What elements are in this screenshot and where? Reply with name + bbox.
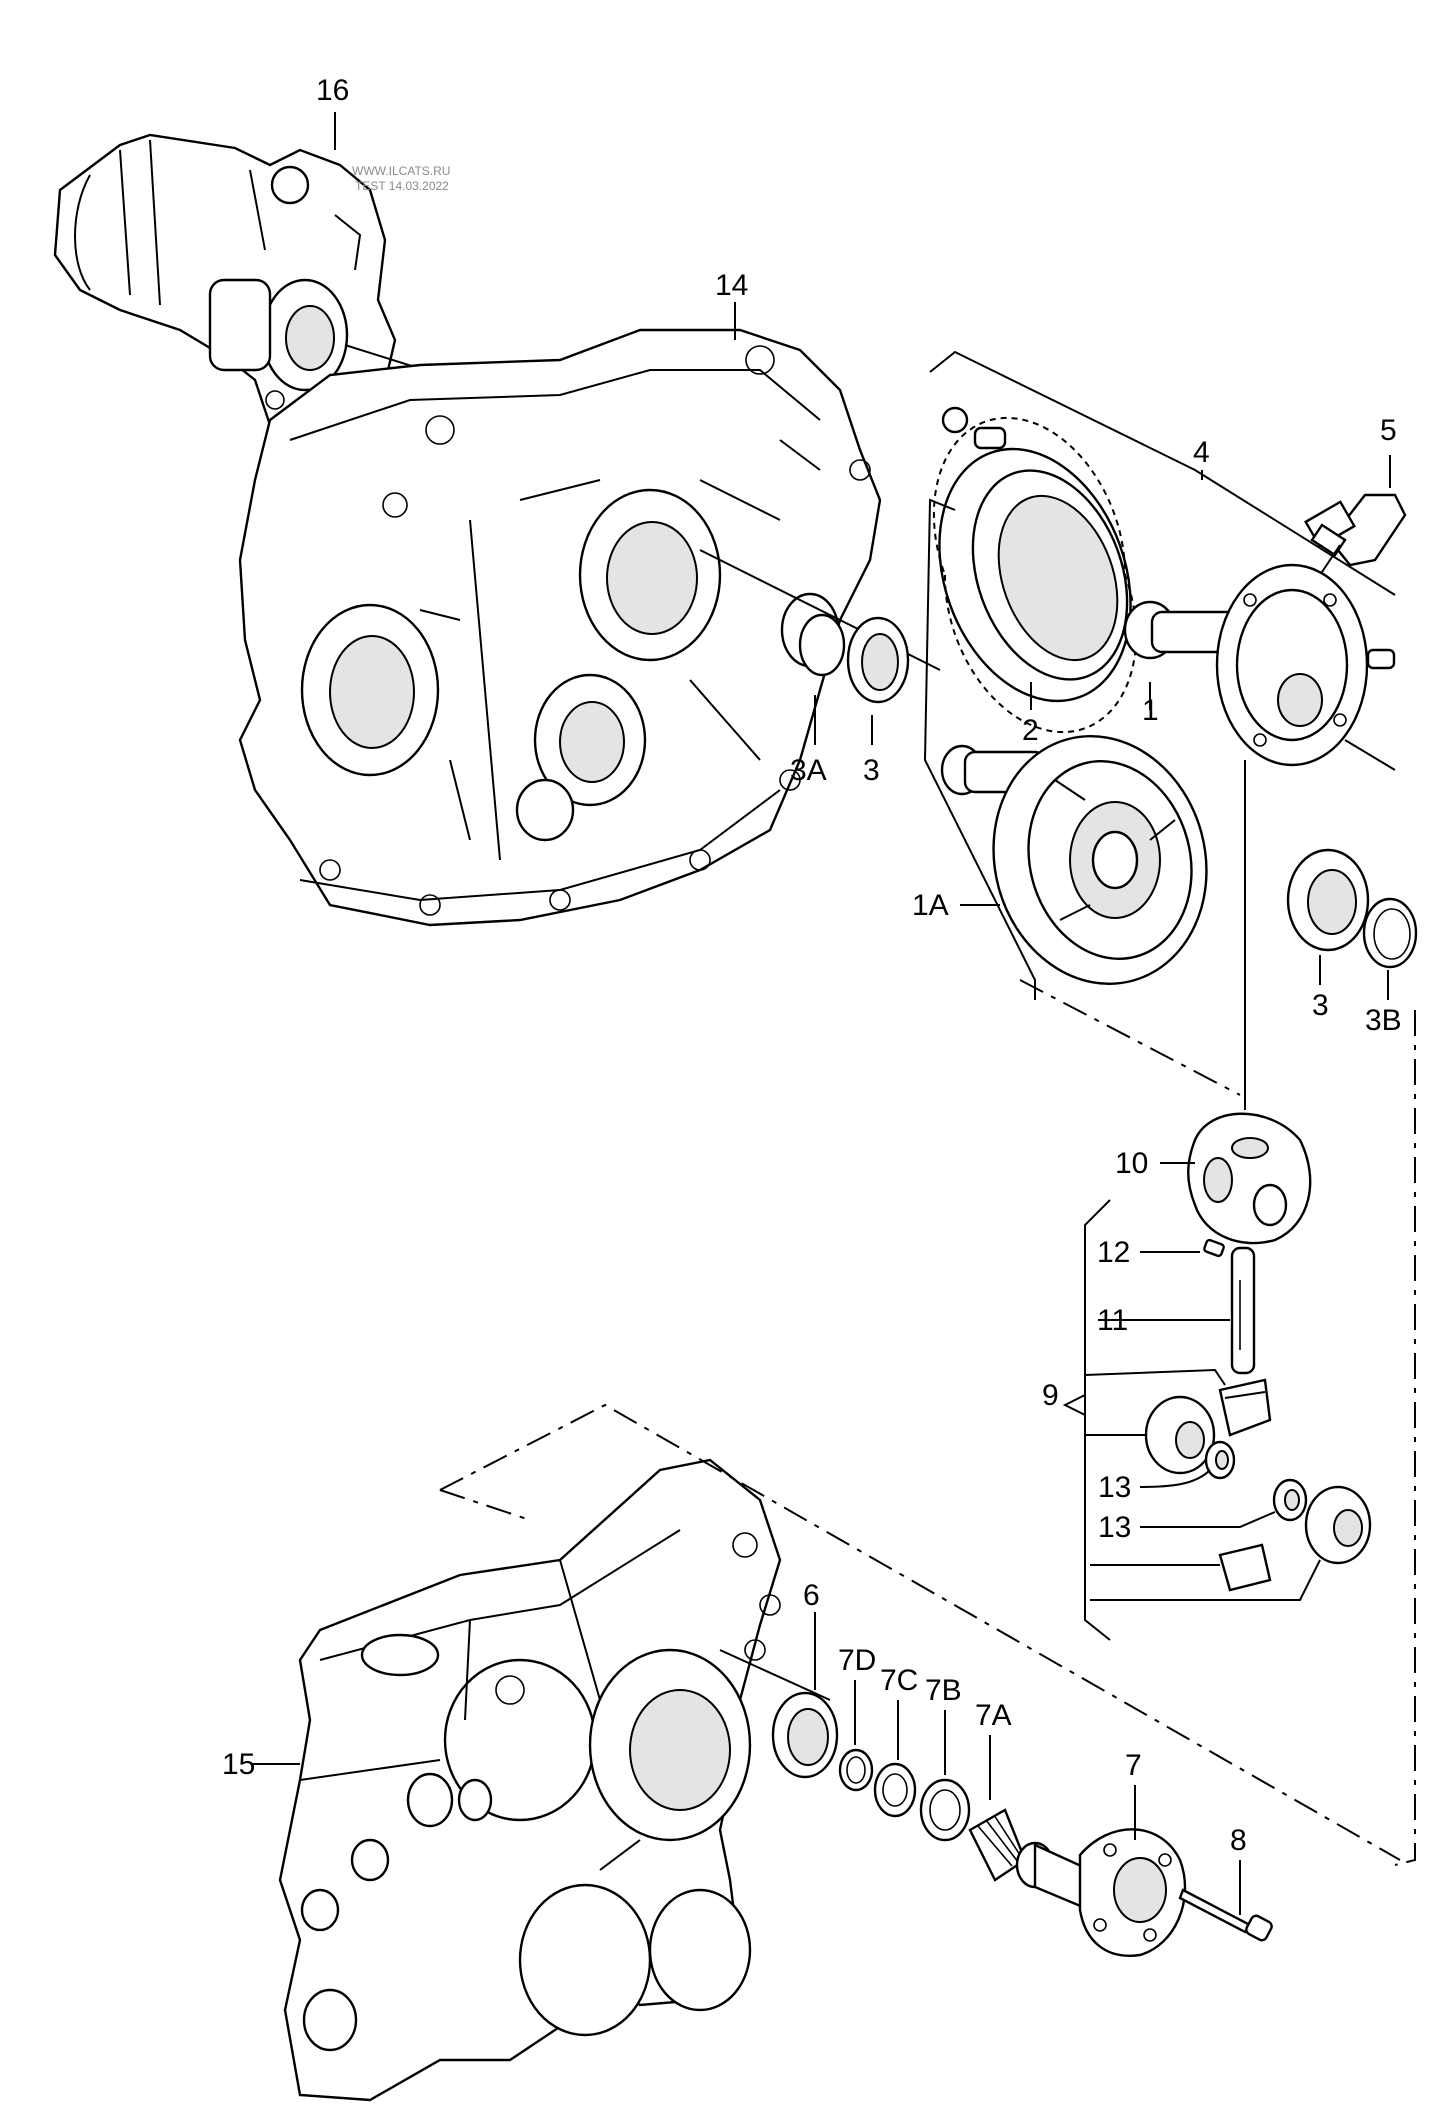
axis-dashed-case: [439, 1489, 531, 1521]
callout-3a: 3A: [790, 754, 827, 787]
callout-1: 1: [1142, 694, 1159, 727]
watermark-line1: WWW.ILCATS.RU: [352, 164, 450, 178]
part-12-pin[interactable]: [1203, 1238, 1225, 1258]
part-11-shaft[interactable]: [1230, 1246, 1256, 1375]
part-2-ring-gear[interactable]: [906, 416, 1164, 734]
callout-4: 4: [1193, 436, 1210, 469]
part-9-planet-gear-left[interactable]: [1144, 1395, 1216, 1475]
part-9-side-gear-right[interactable]: [1304, 1485, 1372, 1565]
callout-15: 15: [222, 1748, 255, 1781]
callout-2: 2: [1022, 714, 1039, 747]
part-10-diff-cage[interactable]: [1187, 1112, 1312, 1245]
callout-3-right: 3: [1312, 989, 1329, 1022]
callout-9: 9: [1042, 1379, 1059, 1412]
part-13-washer-top[interactable]: [1204, 1440, 1236, 1480]
callout-8: 8: [1230, 1824, 1247, 1857]
leader-9-side: [1090, 1559, 1321, 1601]
axis-dashed-right: [1394, 1010, 1416, 1866]
callout-7c: 7C: [880, 1664, 918, 1697]
part-14-gearbox-housing[interactable]: [238, 328, 882, 927]
part-8-bolt[interactable]: [1178, 1888, 1273, 1942]
leader-9-top: [1084, 1368, 1226, 1386]
leader-13-bottom: [1140, 1511, 1276, 1528]
callout-7: 7: [1125, 1749, 1142, 1782]
part-7b-shim[interactable]: [919, 1778, 971, 1842]
callout-7b: 7B: [925, 1674, 962, 1707]
part-1-differential-housing[interactable]: [1123, 563, 1396, 767]
watermark-line2: TEST 14.03.2022: [355, 179, 449, 193]
callout-13-bottom: 13: [1098, 1511, 1131, 1544]
callout-6: 6: [803, 1579, 820, 1612]
bracket-9: [1084, 1199, 1111, 1641]
part-7-flange-shaft[interactable]: [1015, 1828, 1187, 1957]
part-3a-seal[interactable]: [798, 613, 846, 677]
callout-11: 11: [1097, 1304, 1128, 1337]
callout-13-top: 13: [1098, 1471, 1131, 1504]
part-1a-differential-assembly[interactable]: [940, 712, 1234, 1008]
part-3-seal-right[interactable]: [1286, 848, 1370, 952]
part-4-bolts[interactable]: [941, 406, 1007, 450]
axis-dashed-bottom: [439, 1403, 1401, 1861]
part-3b-shim[interactable]: [1362, 897, 1418, 969]
bracket-1a: [923, 498, 1036, 1000]
part-9-planet-gear-bottom[interactable]: [1218, 1543, 1272, 1592]
callout-14: 14: [715, 269, 748, 302]
callout-12: 12: [1097, 1236, 1130, 1269]
bracket-1a-right: [1344, 739, 1396, 771]
part-5-speed-sensor[interactable]: [1304, 493, 1407, 576]
callout-3b: 3B: [1365, 1004, 1402, 1037]
part-7d-circlip[interactable]: [838, 1748, 874, 1792]
leader-13-top: [1139, 1469, 1211, 1488]
part-15-transmission-case[interactable]: [278, 1458, 782, 2102]
callout-7d: 7D: [838, 1644, 876, 1677]
part-7c-washer[interactable]: [873, 1762, 917, 1818]
part-3-seal-left[interactable]: [846, 616, 910, 704]
part-6-seal[interactable]: [771, 1691, 839, 1779]
part-16-angle-drive[interactable]: [53, 133, 397, 447]
part-9-planet-gear-top[interactable]: [1218, 1378, 1272, 1437]
axis-dashed-1a: [1019, 979, 1241, 1096]
callout-3-left: 3: [863, 754, 880, 787]
callout-16: 16: [316, 74, 349, 107]
callout-1a: 1A: [912, 889, 949, 922]
axis-line-case: [719, 1649, 831, 1701]
part-13-washer-bottom[interactable]: [1272, 1478, 1308, 1522]
callout-7a: 7A: [975, 1699, 1012, 1732]
bracket-4: [929, 350, 1396, 596]
callout-5: 5: [1380, 414, 1397, 447]
callout-10: 10: [1115, 1147, 1148, 1180]
bracket-9-mid: [1062, 1394, 1086, 1416]
